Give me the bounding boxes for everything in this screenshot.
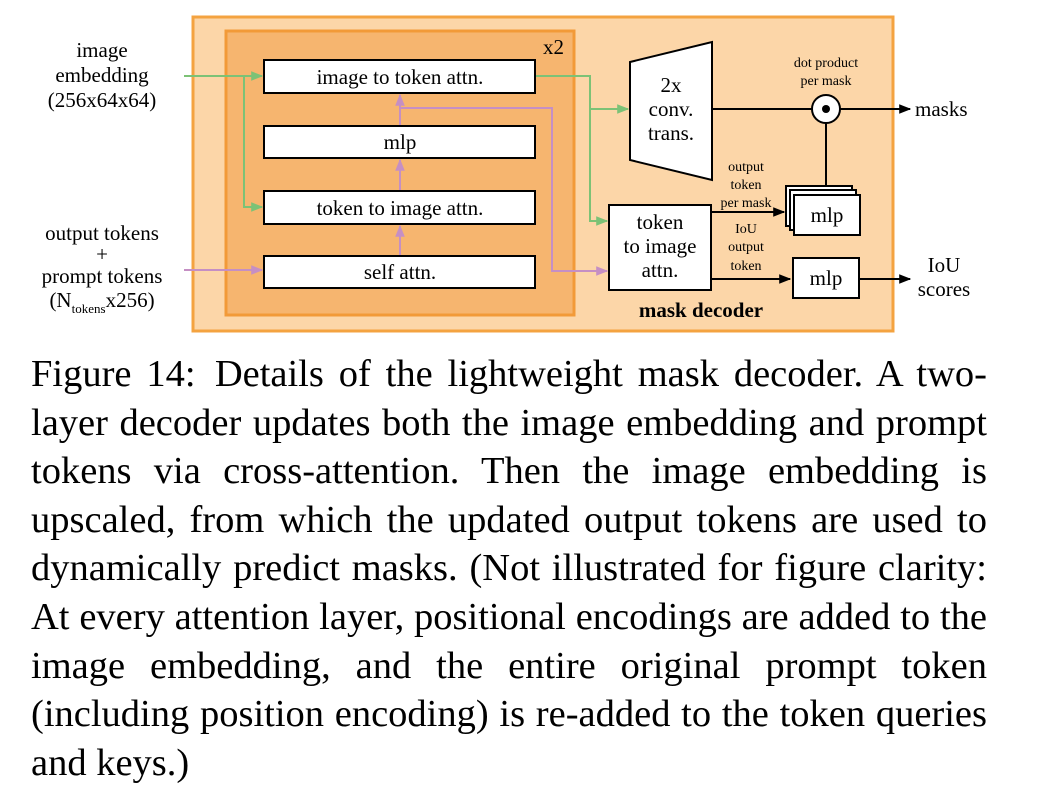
figure-caption: Figure 14: Details of the lightweight ma… [31,350,987,787]
final-attn-line3: attn. [642,258,679,282]
iou-mlp: mlp [792,257,860,299]
token-flow [184,93,609,276]
conv-trans-block: 2x conv. trans. [629,40,713,182]
svg-text:token: token [730,178,761,193]
token-to-image-attn-label: token to image attn. [317,196,484,220]
caption-text: Details of the lightweight mask decoder.… [31,353,987,784]
dot-product-line1: dot product [794,56,858,71]
mask-mlp-stack: mlp [785,185,861,236]
final-attn-line2: to image [624,234,697,258]
block-mlp: mlp [263,125,536,159]
masks-output: masks [915,97,968,121]
block-image-to-token-attn: image to token attn. [263,59,536,94]
self-attn-label: self attn. [364,260,436,284]
mask-mlp-label: mlp [811,203,844,227]
caption-label: Figure 14: [31,353,196,395]
iou-scores-line1: IoU [928,253,961,277]
tokens-input: output tokens + prompt tokens (Ntokensx2… [42,221,163,316]
final-attn-line1: token [637,210,684,234]
svg-text:IoU: IoU [735,222,757,237]
output-token-per-mask-label: output token per mask [721,160,772,211]
image-embedding-input: image embedding (256x64x64) [48,38,157,112]
dot-product-node [811,94,841,124]
repeat-label: x2 [543,35,564,59]
mlp-label: mlp [384,130,417,154]
dot-product-line2: per mask [801,74,852,89]
mask-decoder-label: mask decoder [639,298,763,322]
image-to-token-attn-label: image to token attn. [317,65,484,89]
final-token-to-image-attn: token to image attn. [608,204,712,291]
image-embedding-line1: image [76,38,127,62]
svg-text:output: output [728,240,764,255]
image-embedding-line3: (256x64x64) [48,88,157,112]
block-self-attn: self attn. [263,255,536,289]
iou-scores-line2: scores [918,277,970,301]
output-flow [711,104,912,284]
svg-text:output: output [728,160,764,175]
tokens-line2: + [96,242,108,266]
block-token-to-image-attn: token to image attn. [263,190,536,225]
tokens-line3: prompt tokens [42,264,163,288]
svg-text:per mask: per mask [721,196,772,211]
tokens-line1: output tokens [45,221,159,245]
conv-trans-line2: conv. [649,97,694,121]
mask-decoder-diagram: image to token attn. mlp token to image … [42,15,970,333]
tokens-shape: (Ntokensx256) [49,288,154,316]
conv-trans-line3: trans. [648,121,694,145]
image-embedding-flow [184,71,630,226]
conv-trans-line1: 2x [661,73,683,97]
svg-text:token: token [730,259,761,274]
iou-mlp-label: mlp [810,266,843,290]
iou-output-token-label: IoU output token [728,222,764,274]
image-embedding-line2: embedding [55,63,149,87]
